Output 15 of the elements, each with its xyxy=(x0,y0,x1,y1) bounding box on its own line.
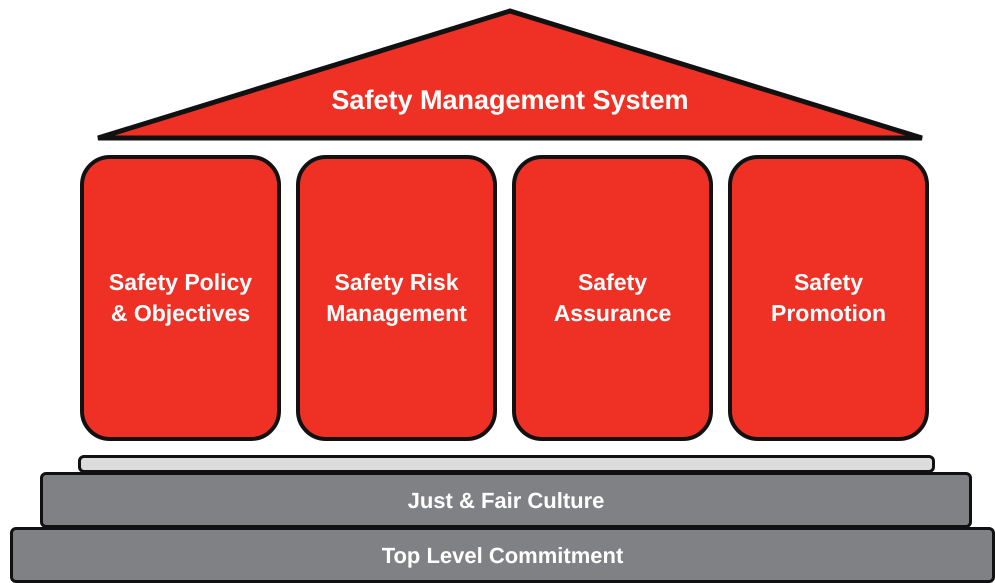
roof-triangle xyxy=(95,8,925,142)
node-label: Safety Risk Management xyxy=(325,268,468,328)
node-label: Safety Assurance xyxy=(552,268,672,328)
pillar-box xyxy=(512,155,713,441)
node-label: Safety Promotion xyxy=(770,268,887,328)
plinth-bar xyxy=(78,455,935,473)
pillar-box xyxy=(296,155,497,441)
node-label: Safety Policy & Objectives xyxy=(108,268,254,328)
pillar-box xyxy=(80,155,281,441)
node-label: Safety Management System xyxy=(331,84,689,117)
step-band xyxy=(40,472,972,528)
node-label: Top Level Commitment xyxy=(382,542,624,570)
pillar-box xyxy=(728,155,929,441)
node-label: Just & Fair Culture xyxy=(408,486,604,514)
step-band xyxy=(10,527,995,583)
